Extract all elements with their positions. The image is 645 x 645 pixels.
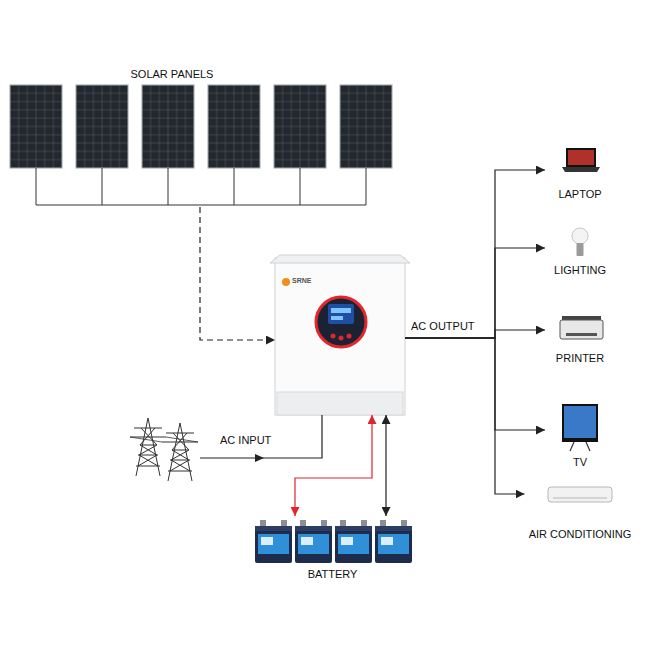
solar-panel-array	[10, 85, 392, 205]
bulb-icon	[572, 228, 588, 244]
ac-output-connector	[405, 248, 545, 338]
power-grid	[130, 415, 322, 481]
ac-output-connector	[405, 338, 525, 494]
wire-label: AC INPUT	[220, 434, 271, 447]
display-button	[339, 336, 344, 341]
wire-arrowhead	[255, 454, 264, 462]
display-button	[331, 334, 336, 339]
tv-icon	[562, 404, 598, 442]
ac-output-connector	[405, 338, 545, 430]
laptop-base	[562, 167, 600, 172]
display-bar	[331, 316, 343, 320]
ac-input-wire	[200, 415, 322, 458]
inverter: SRNE	[275, 255, 405, 415]
node-label: LIGHTING	[554, 264, 606, 277]
display-screen	[328, 304, 354, 324]
display-bar	[331, 308, 351, 313]
solar-panel	[208, 85, 260, 168]
air-conditioner-vent	[553, 498, 607, 499]
battery-bank: BATTERY	[250, 516, 415, 582]
inverter-illustration	[270, 255, 410, 415]
battery-unit	[375, 520, 412, 563]
tv-stand	[570, 442, 590, 451]
solar-panel	[274, 85, 326, 168]
laptop-icon	[566, 148, 596, 167]
panel-wiring	[36, 168, 366, 205]
solar-panel	[142, 85, 194, 168]
inverter-body	[275, 258, 405, 415]
grid-cable	[130, 437, 198, 442]
inverter-base	[277, 392, 403, 415]
pylon	[162, 423, 198, 481]
appliance: LAPTOP	[545, 146, 615, 202]
appliance-icons	[548, 148, 612, 502]
ac-output-connector	[405, 170, 545, 338]
dc-input-connector	[200, 207, 275, 340]
node-label: PRINTER	[556, 352, 604, 365]
printer-slot	[566, 333, 597, 336]
display-button	[347, 334, 352, 339]
battery-unit	[295, 520, 332, 563]
node-label: LAPTOP	[558, 188, 601, 201]
appliance: PRINTER	[545, 312, 615, 366]
tv-screen	[564, 406, 596, 438]
laptop-screen	[568, 150, 594, 165]
solar-panel	[10, 85, 62, 168]
appliance: LIGHTING	[545, 222, 615, 278]
appliance: AIR CONDITIONING	[525, 484, 636, 542]
printer-icon	[560, 320, 603, 339]
node-label: AIR CONDITIONING	[529, 528, 632, 541]
inverter-top	[270, 255, 410, 263]
appliance: TV	[545, 402, 615, 470]
brand-logo: SRNE	[292, 277, 311, 285]
battery-charge-connector	[295, 415, 372, 516]
battery-unit	[335, 520, 372, 563]
bulb-base	[577, 243, 584, 256]
node-label: BATTERY	[308, 568, 358, 581]
battery-bank	[255, 520, 412, 563]
logo-mark	[282, 278, 290, 286]
solar-panel	[76, 85, 128, 168]
solar-panel	[340, 85, 392, 168]
pylon	[130, 418, 166, 476]
display-ring	[316, 297, 366, 347]
wire-label: AC OUTPUT	[411, 320, 475, 333]
battery-unit	[255, 520, 292, 563]
air-conditioner-icon	[548, 487, 612, 502]
battery-connector	[385, 415, 386, 516]
node-label: SOLAR PANELS	[131, 68, 214, 81]
node-label: TV	[573, 456, 587, 469]
solar-array: SOLAR PANELS	[8, 66, 400, 207]
